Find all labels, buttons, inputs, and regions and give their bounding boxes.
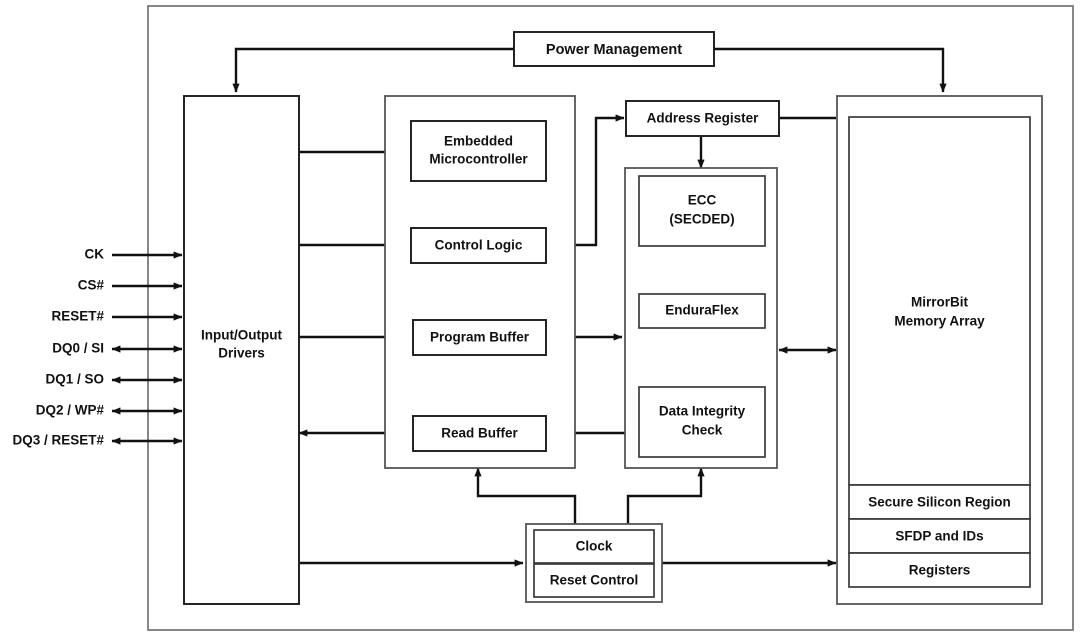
- block-mirrorbit-memory-array[interactable]: MirrorBit Memory Array: [848, 116, 1031, 486]
- wire-clock-to-middle-group: [474, 467, 577, 527]
- label-data-integrity-line2: Check: [682, 423, 723, 438]
- block-enduraflex[interactable]: EnduraFlex: [638, 293, 766, 329]
- block-io-drivers[interactable]: Input/Output Drivers: [183, 95, 300, 605]
- label-address-register: Address Register: [647, 111, 760, 126]
- pin-label-dq1: DQ1 / SO: [45, 372, 104, 387]
- label-secure-silicon-region: Secure Silicon Region: [868, 495, 1011, 510]
- wire-clock-to-ecc-group: [626, 467, 705, 527]
- block-clock[interactable]: Clock: [533, 529, 655, 564]
- wire-pm-to-io: [232, 47, 514, 93]
- label-power-management: Power Management: [546, 42, 682, 58]
- block-data-integrity-check[interactable]: Data Integrity Check: [638, 386, 766, 458]
- label-sfdp-and-ids: SFDP and IDs: [895, 529, 983, 544]
- label-io-drivers-line1: Input/Output: [201, 328, 282, 343]
- block-ecc[interactable]: ECC (SECDED): [638, 175, 766, 247]
- label-control-logic: Control Logic: [435, 238, 523, 253]
- block-embedded-microcontroller[interactable]: Embedded Microcontroller: [410, 120, 547, 182]
- label-enduraflex: EnduraFlex: [665, 303, 739, 318]
- label-registers: Registers: [909, 563, 971, 578]
- block-read-buffer[interactable]: Read Buffer: [412, 415, 547, 452]
- wire-pm-to-array: [714, 47, 947, 93]
- block-program-buffer[interactable]: Program Buffer: [412, 319, 547, 356]
- pin-label-dq0: DQ0 / SI: [52, 341, 104, 356]
- block-power-management[interactable]: Power Management: [513, 31, 715, 67]
- label-mirrorbit-line1: MirrorBit: [911, 295, 969, 310]
- label-clock: Clock: [576, 539, 613, 554]
- block-reset-control[interactable]: Reset Control: [533, 563, 655, 598]
- label-mirrorbit-line2: Memory Array: [894, 314, 985, 329]
- label-embedded-mcu-line1: Embedded: [444, 134, 513, 149]
- block-control-logic[interactable]: Control Logic: [410, 227, 547, 264]
- pin-label-ck: CK: [85, 247, 105, 262]
- label-read-buffer: Read Buffer: [441, 426, 518, 441]
- pin-label-dq2: DQ2 / WP#: [36, 403, 105, 418]
- pin-label-cs: CS#: [78, 278, 105, 293]
- label-data-integrity-line1: Data Integrity: [659, 404, 746, 419]
- pin-label-reset: RESET#: [51, 309, 104, 324]
- block-sfdp-and-ids[interactable]: SFDP and IDs: [848, 518, 1031, 554]
- label-io-drivers-line2: Drivers: [218, 346, 265, 361]
- label-ecc-line1: ECC: [688, 193, 717, 208]
- block-address-register[interactable]: Address Register: [625, 100, 780, 137]
- block-registers[interactable]: Registers: [848, 552, 1031, 588]
- pin-label-dq3: DQ3 / RESET#: [12, 433, 104, 448]
- label-program-buffer: Program Buffer: [430, 330, 530, 345]
- label-ecc-line2: (SECDED): [669, 212, 734, 227]
- block-secure-silicon-region[interactable]: Secure Silicon Region: [848, 484, 1031, 520]
- label-embedded-mcu-line2: Microcontroller: [429, 152, 528, 167]
- label-reset-control: Reset Control: [550, 573, 639, 588]
